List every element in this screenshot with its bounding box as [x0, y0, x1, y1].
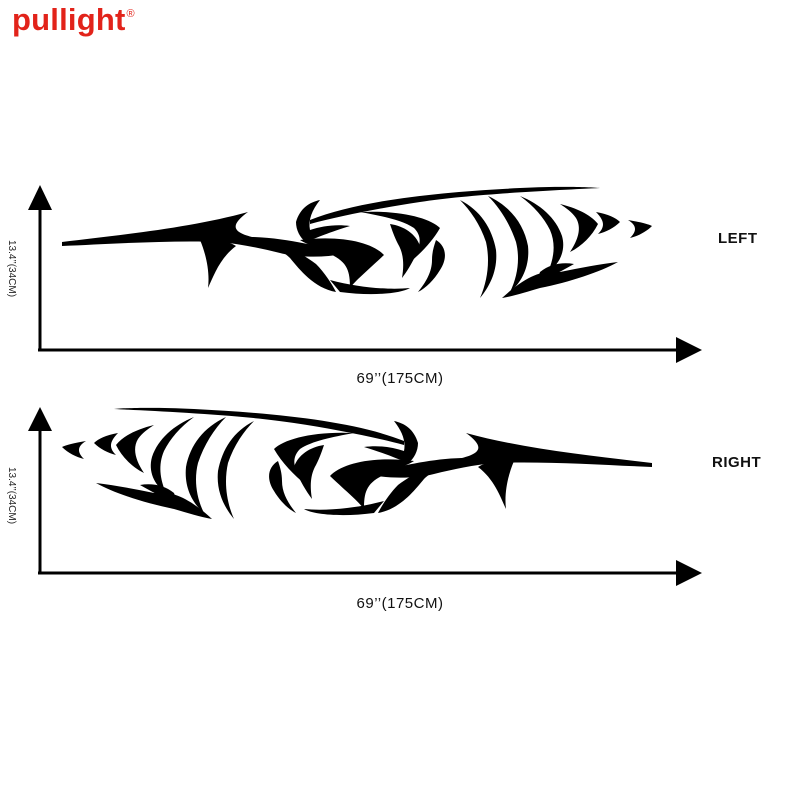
brand-logo: pullight® — [12, 2, 135, 38]
registered-mark: ® — [126, 8, 135, 20]
left-dimension-diagram — [28, 185, 702, 363]
right-decal-graphic — [62, 407, 652, 519]
width-axis-arrowhead — [676, 560, 702, 586]
side-label-right: RIGHT — [712, 454, 762, 471]
width-dimension-label: 69’’(175CM) — [356, 370, 444, 387]
brand-name: pullight — [12, 2, 126, 37]
height-axis-arrowhead — [28, 185, 52, 210]
left-decal-graphic — [62, 186, 652, 298]
height-dimension-label: 13.4’’(34CM) — [6, 467, 17, 525]
right-dimension-diagram — [28, 407, 702, 586]
height-dimension-label: 13.4’’(34CM) — [6, 240, 17, 298]
height-axis-arrowhead — [28, 407, 52, 431]
width-dimension-label: 69’’(175CM) — [356, 595, 444, 612]
left-decal-panel: LEFT 69’’(175CM) 13.4’’(34CM) — [0, 180, 800, 410]
side-label-left: LEFT — [718, 230, 758, 247]
right-decal-panel: RIGHT 69’’(175CM) 13.4’’(34CM) — [0, 405, 800, 635]
width-axis-arrowhead — [676, 337, 702, 363]
